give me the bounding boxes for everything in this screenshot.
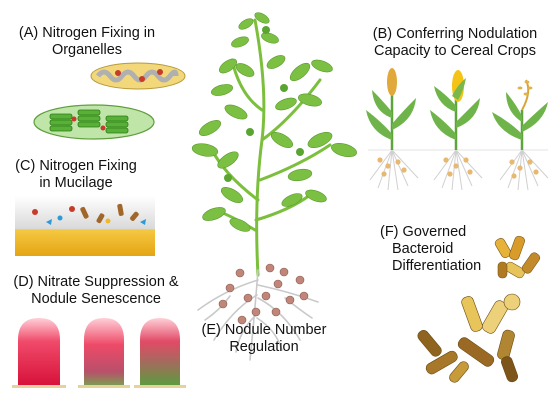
chloroplast-icon xyxy=(33,104,155,140)
label-nitrate-suppression: (D) Nitrate Suppression & Nodule Senesce… xyxy=(13,274,179,307)
bacteroids-icon xyxy=(417,235,541,383)
nodule-series-icon xyxy=(12,318,186,388)
mucilage-layer-icon xyxy=(15,196,155,256)
legume-plant-icon xyxy=(191,12,357,277)
label-nodule-number-regulation: (E) Nodule Number Regulation xyxy=(201,322,327,355)
mitochondrion-icon xyxy=(90,62,186,90)
label-nitrogen-fixing-mucilage: (C) Nitrogen Fixing in Mucilage xyxy=(15,158,137,191)
label-nitrogen-fixing-organelles: (A) Nitrogen Fixing in Organelles xyxy=(18,25,156,58)
cereal-crops-icon xyxy=(366,68,549,191)
label-conferring-nodulation: (B) Conferring Nodulation Capacity to Ce… xyxy=(372,26,538,59)
root-system-icon xyxy=(197,263,319,361)
label-governed-bacteroid-differentiation: (F) Governed Bacteroid Differentiation xyxy=(380,224,482,274)
